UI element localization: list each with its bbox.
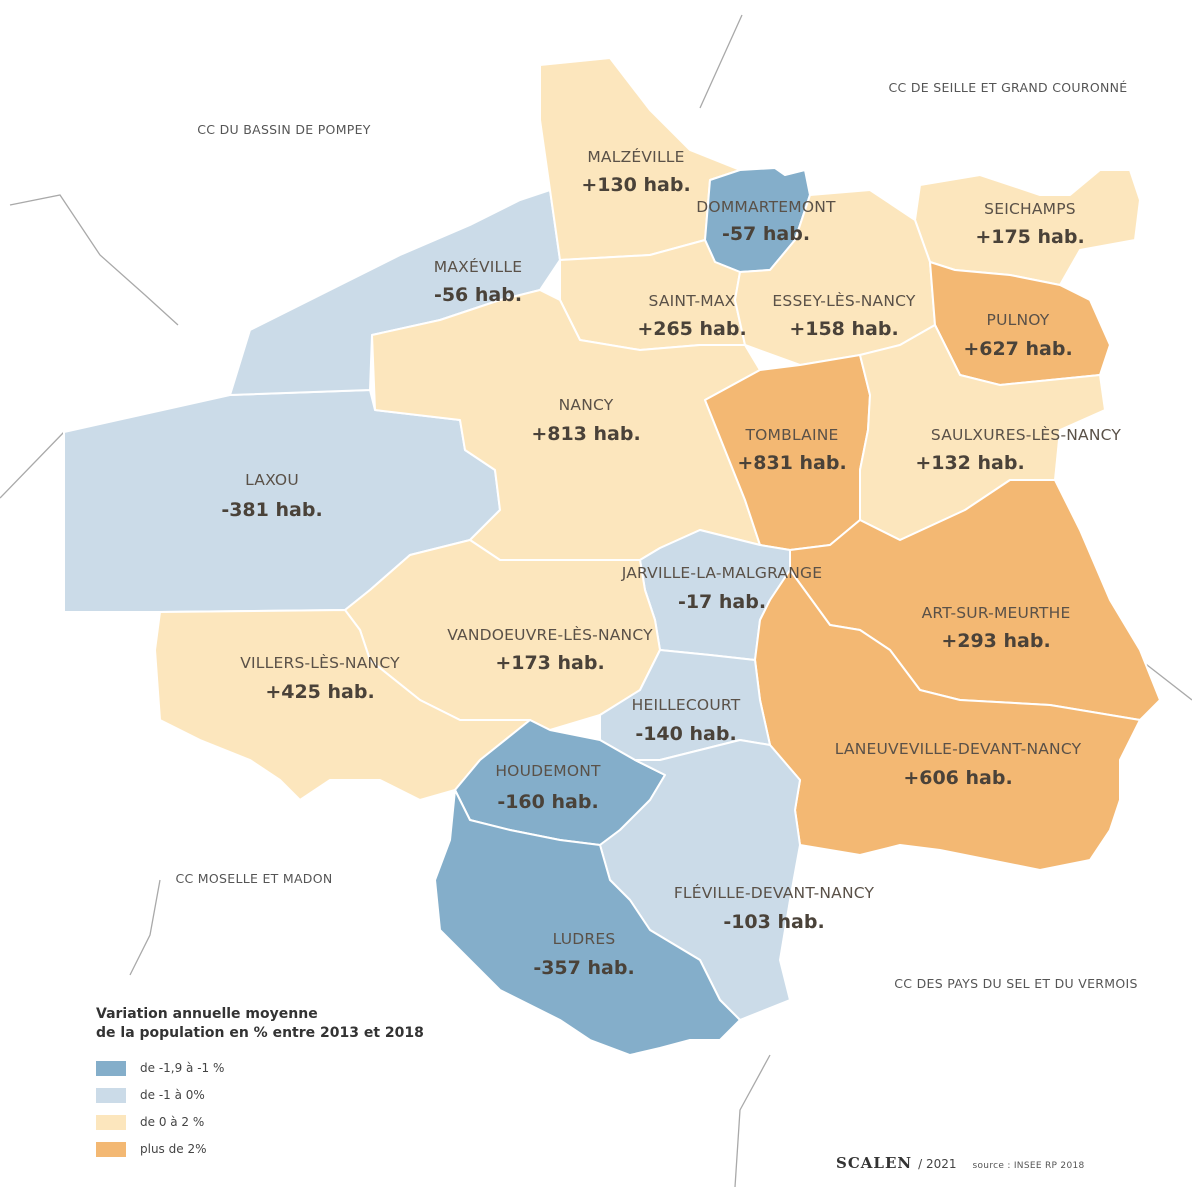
commune-value-malzeville: +130 hab. <box>581 174 690 196</box>
commune-name-seichamps: SEICHAMPS <box>984 200 1076 218</box>
legend-swatch-class-1 <box>96 1087 126 1103</box>
commune-value-maxeville: -56 hab. <box>434 284 522 306</box>
commune-name-vandoeuvre: VANDOEUVRE-LÈS-NANCY <box>447 625 653 644</box>
commune-value-villers: +425 hab. <box>265 681 374 703</box>
commune-value-houdemont: -160 hab. <box>497 791 598 813</box>
commune-value-vandoeuvre: +173 hab. <box>495 652 604 674</box>
commune-labels: MALZÉVILLE +130 hab. DOMMARTEMONT -57 ha… <box>221 147 1121 979</box>
commune-name-laxou: LAXOU <box>245 471 299 489</box>
commune-value-saint-max: +265 hab. <box>637 318 746 340</box>
commune-value-pulnoy: +627 hab. <box>963 338 1072 360</box>
commune-value-nancy: +813 hab. <box>531 423 640 445</box>
commune-value-essey: +158 hab. <box>789 318 898 340</box>
credits: SCALEN / 2021 source : INSEE RP 2018 <box>836 1154 1085 1172</box>
commune-name-pulnoy: PULNOY <box>987 311 1050 329</box>
scalen-logo: SCALEN <box>836 1154 913 1172</box>
legend-label-class-2: de 0 à 2 % <box>140 1115 205 1129</box>
commune-name-dommartemont: DOMMARTEMONT <box>696 198 836 216</box>
commune-name-jarville: JARVILLE-LA-MALGRANGE <box>621 564 822 582</box>
neighbor-label-pompey: CC DU BASSIN DE POMPEY <box>197 122 371 137</box>
legend: Variation annuelle moyenne de la populat… <box>96 1005 516 1161</box>
legend-label-class-0: de -1,9 à -1 % <box>140 1061 225 1075</box>
commune-name-ludres: LUDRES <box>553 930 616 948</box>
commune-name-maxeville: MAXÉVILLE <box>434 257 522 276</box>
communes <box>63 57 1161 1056</box>
commune-name-essey: ESSEY-LÈS-NANCY <box>772 291 915 310</box>
commune-name-saint-max: SAINT-MAX <box>649 292 736 310</box>
credits-year: / 2021 <box>918 1157 957 1171</box>
legend-item-class-0: de -1,9 à -1 % <box>96 1056 516 1080</box>
commune-value-saulxures: +132 hab. <box>915 452 1024 474</box>
commune-name-laneuveville: LANEUVEVILLE-DEVANT-NANCY <box>835 740 1082 758</box>
commune-value-laxou: -381 hab. <box>221 499 322 521</box>
area-villers <box>154 609 531 801</box>
legend-title-line2: de la population en % entre 2013 et 2018 <box>96 1025 424 1041</box>
commune-name-tomblaine: TOMBLAINE <box>744 426 838 444</box>
commune-value-seichamps: +175 hab. <box>975 226 1084 248</box>
credits-source: source : INSEE RP 2018 <box>972 1161 1085 1171</box>
commune-name-heillecourt: HEILLECOURT <box>632 696 741 714</box>
commune-name-houdemont: HOUDEMONT <box>495 762 601 780</box>
legend-swatch-class-0 <box>96 1060 126 1076</box>
neighbor-labels: CC DU BASSIN DE POMPEY CC DE SEILLE ET G… <box>175 80 1137 991</box>
legend-label-class-3: plus de 2% <box>140 1142 207 1156</box>
legend-swatch-class-3 <box>96 1141 126 1157</box>
commune-value-laneuveville: +606 hab. <box>903 767 1012 789</box>
commune-name-malzeville: MALZÉVILLE <box>587 147 684 166</box>
commune-name-villers: VILLERS-LÈS-NANCY <box>240 653 400 672</box>
commune-value-heillecourt: -140 hab. <box>635 723 736 745</box>
commune-name-nancy: NANCY <box>559 396 614 414</box>
commune-name-fleville: FLÉVILLE-DEVANT-NANCY <box>674 883 875 902</box>
legend-swatch-class-2 <box>96 1114 126 1130</box>
legend-title-line1: Variation annuelle moyenne <box>96 1006 318 1022</box>
commune-value-ludres: -357 hab. <box>533 957 634 979</box>
commune-value-tomblaine: +831 hab. <box>737 452 846 474</box>
commune-value-art-sur-meurthe: +293 hab. <box>941 630 1050 652</box>
legend-label-class-1: de -1 à 0% <box>140 1088 205 1102</box>
legend-item-class-1: de -1 à 0% <box>96 1083 516 1107</box>
commune-name-art-sur-meurthe: ART-SUR-MEURTHE <box>922 604 1071 622</box>
legend-item-class-2: de 0 à 2 % <box>96 1110 516 1134</box>
commune-value-jarville: -17 hab. <box>678 591 766 613</box>
legend-item-class-3: plus de 2% <box>96 1137 516 1161</box>
commune-name-saulxures: SAULXURES-LÈS-NANCY <box>931 425 1121 444</box>
neighbor-label-moselle: CC MOSELLE ET MADON <box>175 871 332 886</box>
commune-value-fleville: -103 hab. <box>723 911 824 933</box>
area-ludres <box>434 789 741 1056</box>
commune-value-dommartemont: -57 hab. <box>722 223 810 245</box>
neighbor-label-sel: CC DES PAYS DU SEL ET DU VERMOIS <box>894 976 1137 991</box>
neighbor-label-seille: CC DE SEILLE ET GRAND COURONNÉ <box>889 80 1128 95</box>
